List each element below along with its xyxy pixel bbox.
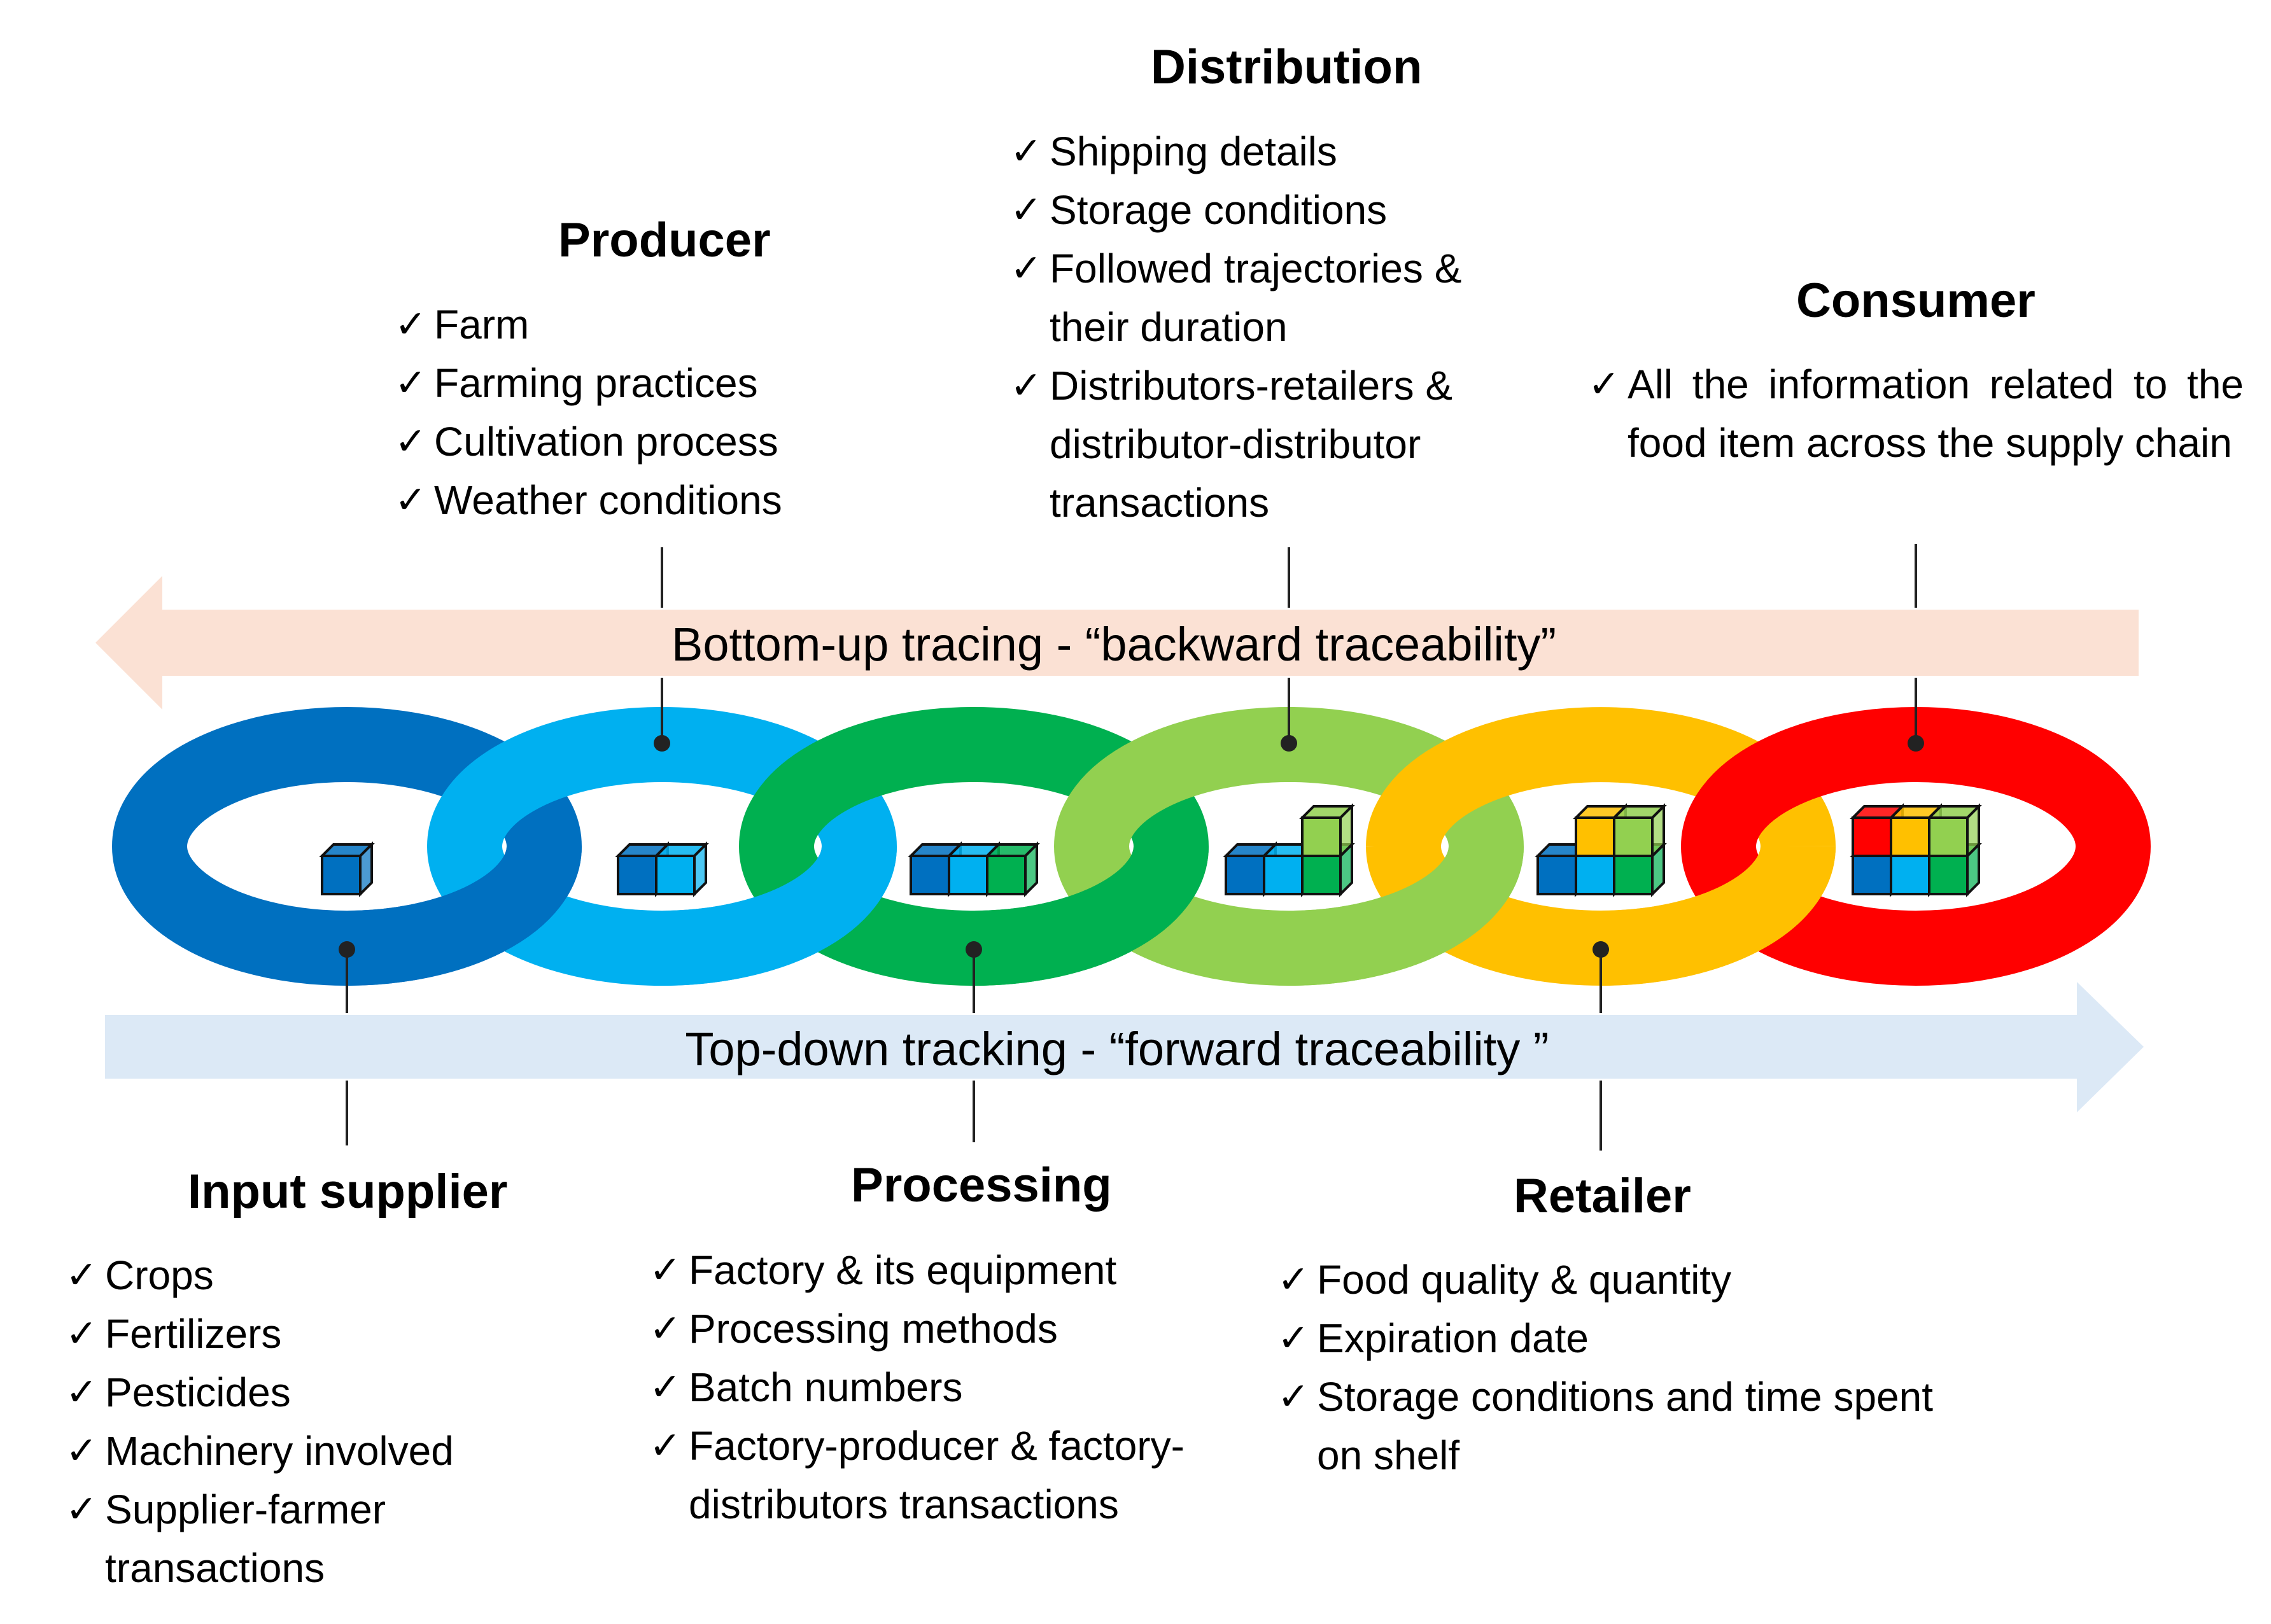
check-icon: ✓ xyxy=(1010,188,1043,232)
list-item: ✓Weather conditions xyxy=(395,471,853,529)
backward-arrow-label: Bottom-up tracing - “backward traceabili… xyxy=(671,618,1557,671)
connector-dot xyxy=(966,941,982,958)
processing-title: Processing xyxy=(851,1158,1112,1212)
check-icon: ✓ xyxy=(66,1312,98,1356)
connector-dot xyxy=(654,735,670,752)
check-icon: ✓ xyxy=(649,1424,682,1468)
check-icon: ✓ xyxy=(649,1306,682,1351)
check-icon: ✓ xyxy=(395,302,427,347)
list-item: ✓Shipping details xyxy=(1010,122,1538,181)
list-item: ✓Distributors-retailers & distributor-di… xyxy=(1010,356,1538,532)
list-item: ✓Crops xyxy=(66,1246,524,1305)
check-icon: ✓ xyxy=(395,361,427,405)
backward-traceability-arrow xyxy=(95,576,2139,710)
list-item: ✓Food quality & quantity xyxy=(1277,1250,1933,1309)
connector-dot xyxy=(1593,941,1609,958)
check-icon: ✓ xyxy=(66,1487,98,1532)
check-icon: ✓ xyxy=(1010,246,1043,291)
check-icon: ✓ xyxy=(66,1429,98,1473)
distribution-list: ✓Shipping details ✓Storage conditions ✓F… xyxy=(1010,122,1538,532)
check-icon: ✓ xyxy=(1588,362,1621,407)
input-supplier-title: Input supplier xyxy=(188,1165,508,1219)
connectors xyxy=(339,544,1924,1151)
list-item: ✓Cultivation process xyxy=(395,412,853,471)
processing-list: ✓Factory & its equipment ✓Processing met… xyxy=(649,1241,1260,1534)
distribution-title: Distribution xyxy=(1151,40,1423,94)
ring-distribution-overlap xyxy=(1288,844,1524,986)
list-item: ✓Supplier-farmer transactions xyxy=(66,1480,524,1597)
forward-arrow-label: Top-down tracking - “forward traceabilit… xyxy=(685,1023,1549,1075)
ring-retailer-overlap xyxy=(1600,844,1836,986)
retailer-list: ✓Food quality & quantity ✓Expiration dat… xyxy=(1277,1250,1933,1485)
check-icon: ✓ xyxy=(66,1370,98,1415)
cube-icon xyxy=(1611,803,1667,859)
cube-icon xyxy=(319,841,375,897)
check-icon: ✓ xyxy=(1277,1375,1310,1419)
list-item: ✓Farming practices xyxy=(395,354,853,412)
connector-dot xyxy=(1281,735,1297,752)
ring-processing-overlap xyxy=(973,844,1209,986)
list-item: ✓Pesticides xyxy=(66,1363,524,1422)
check-icon: ✓ xyxy=(649,1365,682,1410)
consumer-list: ✓All the information related to the food… xyxy=(1588,355,2244,472)
check-icon: ✓ xyxy=(1277,1257,1310,1302)
check-icon: ✓ xyxy=(649,1248,682,1292)
list-item: ✓Factory & its equipment xyxy=(649,1241,1260,1299)
ring-input-supplier-overlap xyxy=(346,844,582,986)
list-item: ✓Followed trajectories & their duration xyxy=(1010,239,1538,356)
list-item: ✓Batch numbers xyxy=(649,1358,1260,1417)
list-item: ✓Farm xyxy=(395,295,853,354)
producer-title: Producer xyxy=(558,213,771,267)
forward-traceability-arrow xyxy=(105,982,2144,1112)
ring-producer-overlap xyxy=(661,844,897,986)
list-item: ✓Factory-producer & factory-distributors… xyxy=(649,1417,1260,1534)
cube-stacks xyxy=(319,803,1982,897)
list-item: ✓All the information related to the food… xyxy=(1588,355,2244,472)
cube-icon xyxy=(984,841,1040,897)
retailer-title: Retailer xyxy=(1514,1169,1691,1223)
list-item: ✓Storage conditions xyxy=(1010,181,1538,239)
input-supplier-list: ✓Crops ✓Fertilizers ✓Pesticides ✓Machine… xyxy=(66,1246,524,1597)
check-icon: ✓ xyxy=(1277,1316,1310,1361)
consumer-title: Consumer xyxy=(1796,274,2035,328)
producer-list: ✓Farm ✓Farming practices ✓Cultivation pr… xyxy=(395,295,853,529)
check-icon: ✓ xyxy=(395,478,427,522)
check-icon: ✓ xyxy=(66,1253,98,1298)
cube-icon xyxy=(1299,803,1355,859)
check-icon: ✓ xyxy=(1010,363,1043,408)
connector-dot xyxy=(339,941,355,958)
list-item: ✓Fertilizers xyxy=(66,1305,524,1363)
list-item: ✓Expiration date xyxy=(1277,1309,1933,1368)
connector-dot xyxy=(1908,735,1924,752)
list-item: ✓Storage conditions and time spent on sh… xyxy=(1277,1368,1933,1485)
check-icon: ✓ xyxy=(395,419,427,464)
list-item: ✓Processing methods xyxy=(649,1299,1260,1358)
cube-icon xyxy=(653,841,709,897)
cube-icon xyxy=(1926,803,1982,859)
check-icon: ✓ xyxy=(1010,129,1043,174)
cube-icon xyxy=(1611,841,1667,897)
list-item: ✓Machinery involved xyxy=(66,1422,524,1480)
